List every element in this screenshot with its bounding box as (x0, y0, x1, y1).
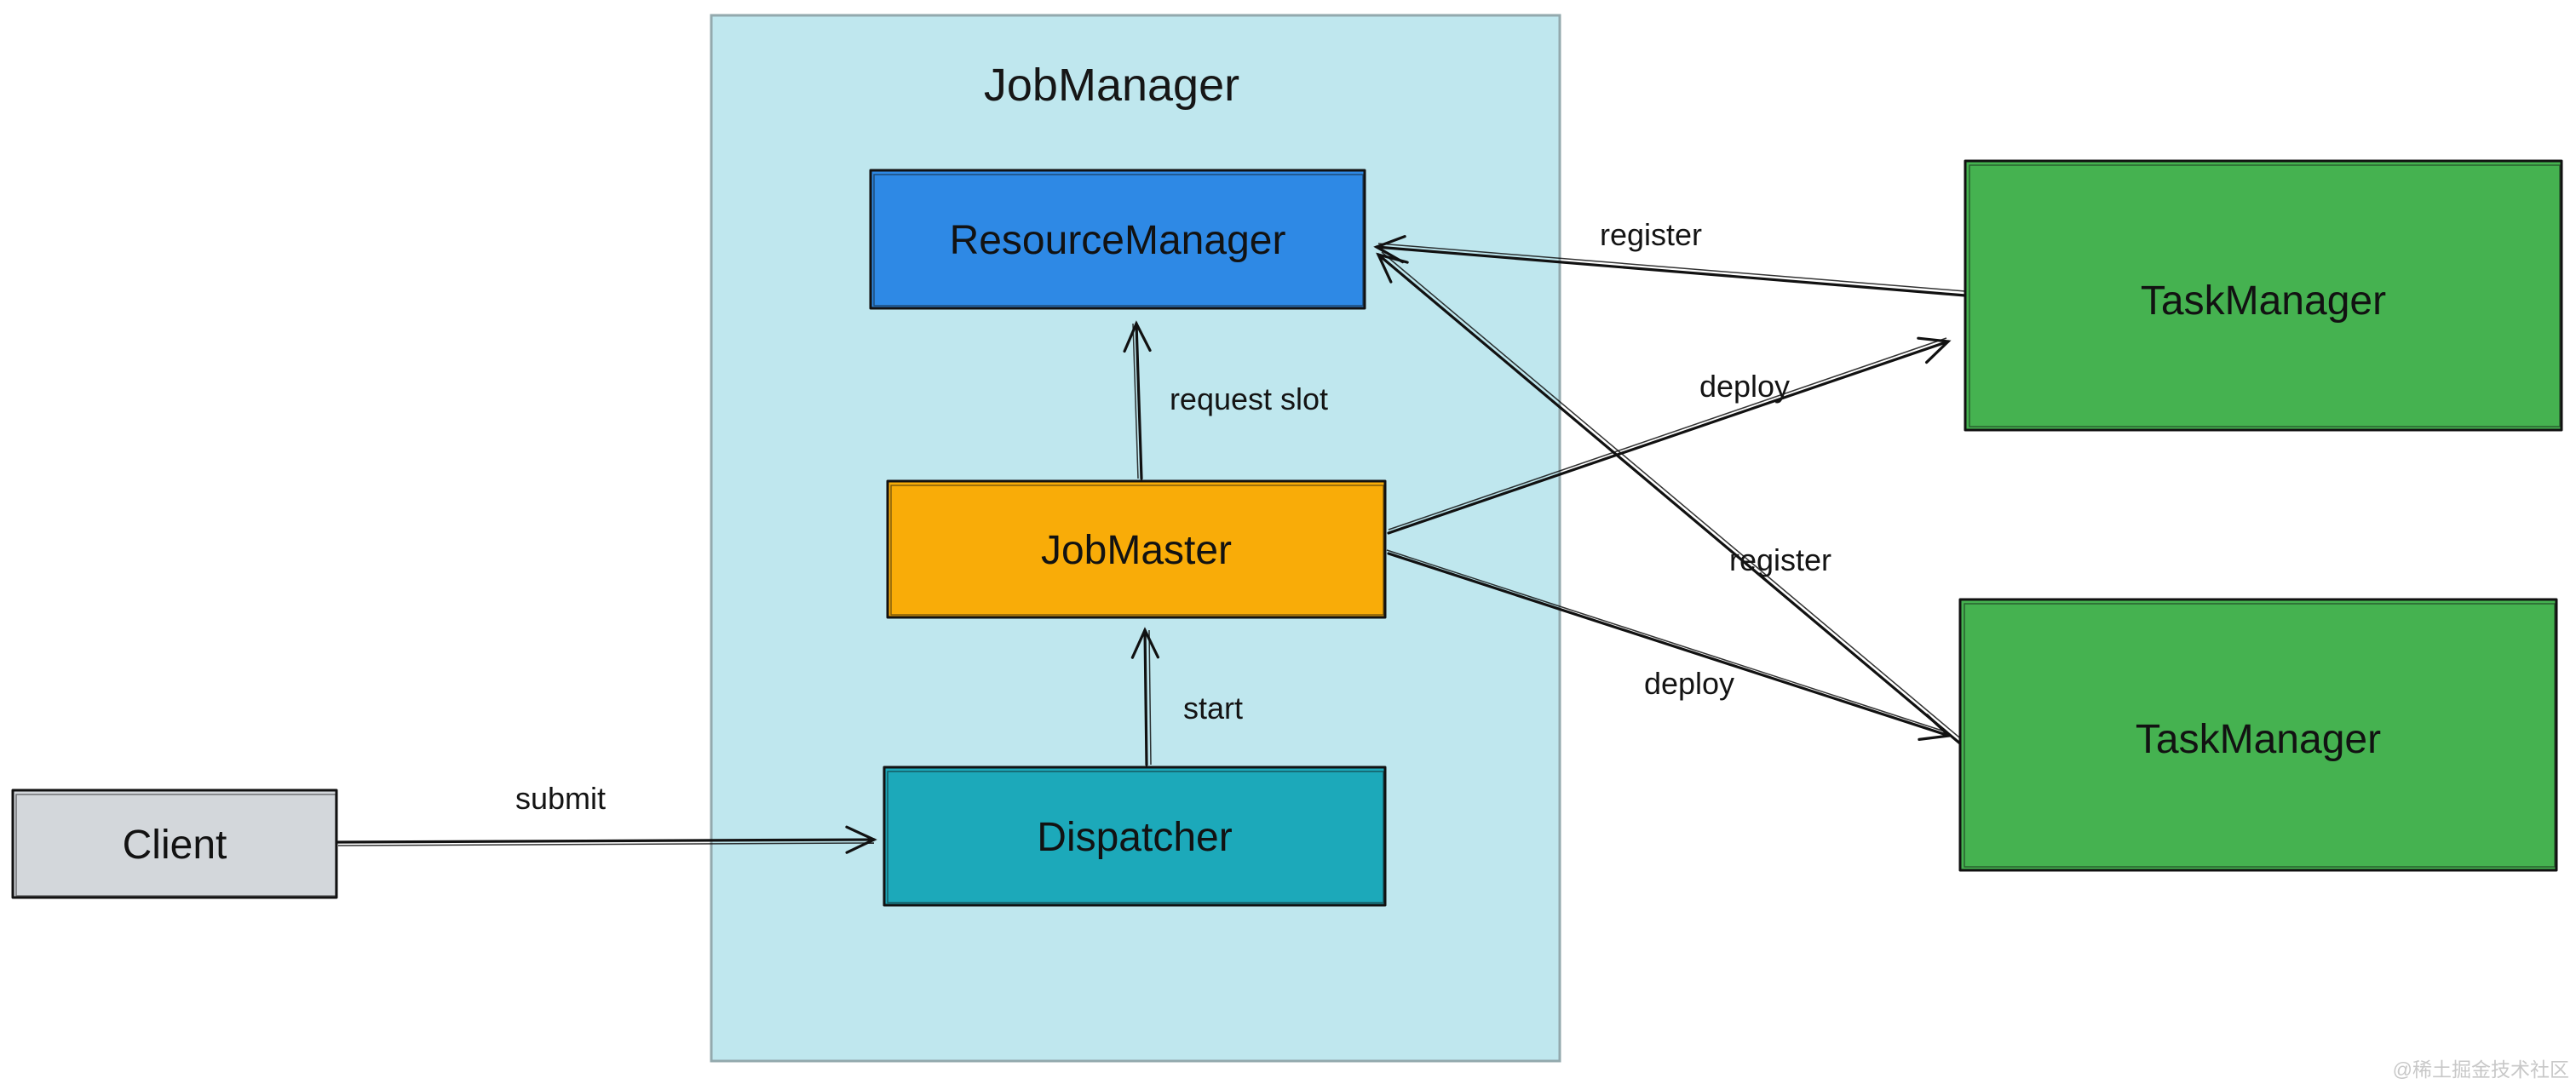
nodes: Client ResourceManager JobMaster Dispatc… (11, 159, 2563, 907)
watermark-text: @稀土掘金技术社区 (2393, 1058, 2569, 1081)
arrow-request-slot (1123, 320, 1152, 480)
edge-label-start: start (1183, 691, 1243, 726)
edge-label-register-bottom: register (1729, 542, 1831, 577)
node-client-label: Client (123, 823, 227, 868)
node-job-master-label: JobMaster (1041, 528, 1232, 573)
edge-label-request-slot: request slot (1170, 381, 1328, 416)
node-client: Client (11, 789, 338, 899)
arrow-deploy-bottom (1387, 552, 1952, 741)
node-job-master: JobMaster (886, 479, 1387, 619)
node-task-manager-bottom-label: TaskManager (2136, 717, 2381, 762)
edge-label-submit: submit (515, 781, 606, 816)
edge-label-deploy-top: deploy (1699, 369, 1790, 404)
edges (336, 235, 1967, 854)
arrow-register-bottom (1376, 252, 1963, 746)
node-task-manager-bottom: TaskManager (1958, 598, 2558, 872)
node-dispatcher-label: Dispatcher (1037, 815, 1232, 860)
node-resource-manager: ResourceManager (869, 169, 1366, 310)
node-dispatcher: Dispatcher (883, 766, 1387, 907)
arrow-register-top (1373, 235, 1967, 297)
edge-label-deploy-bottom: deploy (1644, 666, 1734, 701)
arrow-submit (336, 825, 877, 854)
edge-labels: submit start request slot register deplo… (515, 217, 1831, 816)
arrow-deploy-top (1387, 336, 1952, 535)
node-task-manager-top: TaskManager (1964, 159, 2563, 432)
edge-label-register-top: register (1600, 217, 1702, 252)
jobmanager-container-title: JobManager (984, 60, 1239, 111)
node-resource-manager-label: ResourceManager (950, 218, 1286, 263)
node-task-manager-top-label: TaskManager (2141, 278, 2386, 324)
arrow-start (1130, 627, 1160, 766)
